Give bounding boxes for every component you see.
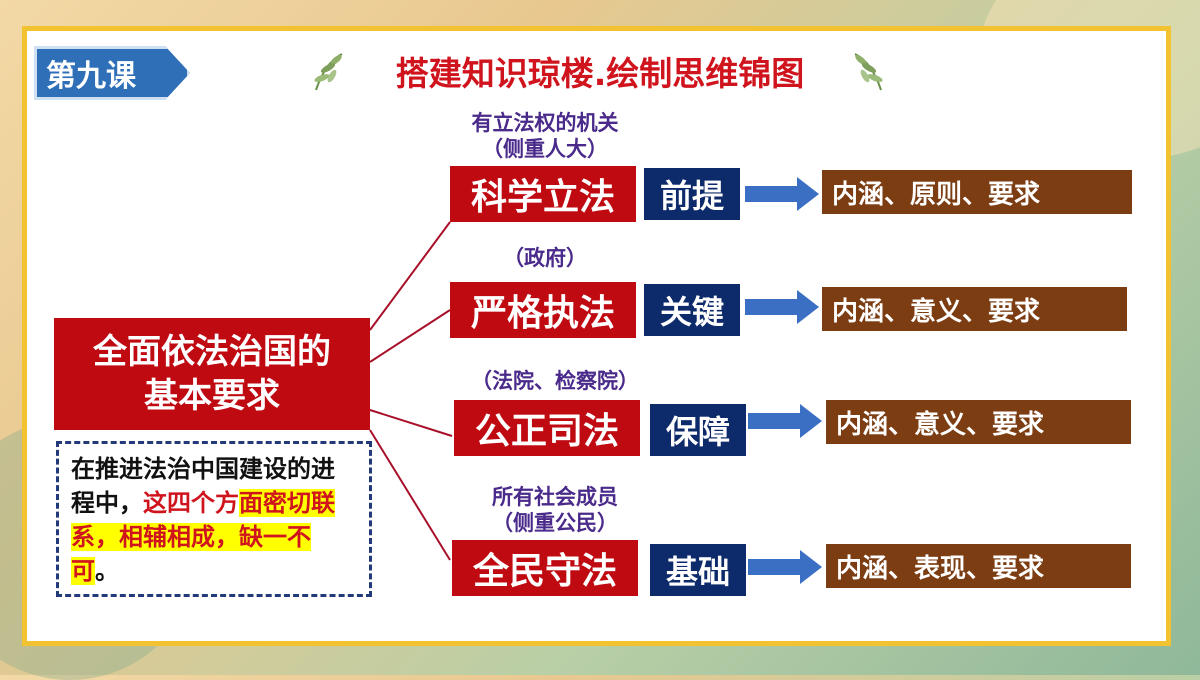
pillar-note-line: 所有社会成员 bbox=[492, 485, 618, 509]
page-title: 搭建知识琼楼.绘制思维锦图 bbox=[395, 54, 805, 93]
arrow-right-icon bbox=[748, 550, 822, 584]
pillar-note: 有立法权的机关 （侧重人大） bbox=[450, 110, 640, 162]
description-text: 。 bbox=[95, 557, 119, 585]
pillar-note-line: （政府） bbox=[503, 246, 587, 270]
pillar-note-line: 有立法权的机关 bbox=[471, 111, 619, 135]
pillar-note-line: （法院、检察院） bbox=[471, 369, 639, 393]
pillar-content: 内涵、原则、要求 bbox=[822, 170, 1132, 214]
pillar-note: （法院、检察院） bbox=[440, 368, 670, 394]
pillar-role: 前提 bbox=[644, 168, 740, 220]
pillar-note-line: （侧重公民） bbox=[492, 511, 618, 535]
arrow-right-icon bbox=[745, 290, 819, 324]
arrow-right-icon bbox=[745, 177, 819, 211]
pillar-role: 关键 bbox=[644, 284, 740, 336]
description-highlight: 面 bbox=[239, 489, 263, 517]
pillar-label: 科学立法 bbox=[450, 166, 636, 222]
leaf-icon bbox=[854, 53, 883, 91]
description-box: 在推进法治中国建设的进程中，这四个方面密切联系，相辅相成，缺一不可。 bbox=[56, 441, 372, 597]
leaf-icon bbox=[314, 53, 343, 91]
pillar-label: 严格执法 bbox=[450, 282, 636, 338]
pillar-content: 内涵、表现、要求 bbox=[826, 544, 1131, 588]
pillar-label: 公正司法 bbox=[454, 400, 640, 456]
pillar-note: （政府） bbox=[450, 245, 640, 271]
pillar-note-line: （侧重人大） bbox=[482, 137, 608, 161]
pillar-content: 内涵、意义、要求 bbox=[826, 400, 1131, 444]
pillar-role: 保障 bbox=[650, 404, 746, 456]
main-topic-line2: 基本要求 bbox=[144, 376, 280, 416]
lesson-tag: 第九课 bbox=[34, 46, 190, 100]
pillar-note: 所有社会成员 （侧重公民） bbox=[450, 484, 660, 536]
pillar-content: 内涵、意义、要求 bbox=[822, 287, 1127, 331]
description-emphasis: 这四个方 bbox=[143, 489, 239, 517]
description-text: 在推进法治中国建设的进程中， bbox=[71, 455, 335, 517]
pillar-label: 全民守法 bbox=[452, 540, 638, 596]
main-topic-line1: 全面依法治国的 bbox=[93, 332, 331, 372]
main-topic-box: 全面依法治国的 基本要求 bbox=[54, 318, 370, 430]
pillar-role: 基础 bbox=[650, 544, 746, 596]
arrow-right-icon bbox=[748, 404, 822, 438]
